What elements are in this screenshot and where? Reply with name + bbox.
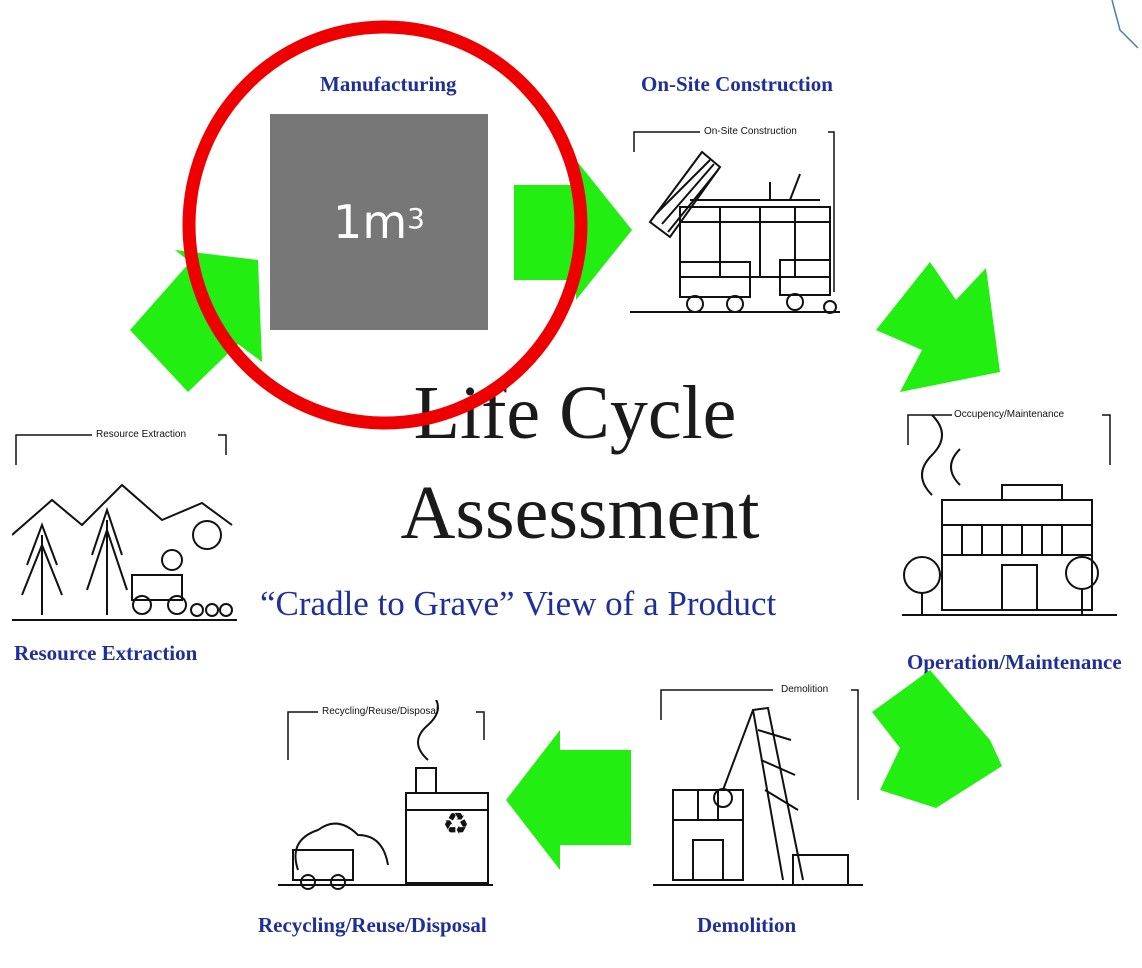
demolition-frame-label: Demolition: [781, 684, 828, 695]
arrow-operation-to-demolition: [872, 670, 1002, 808]
volume-label: 1m: [333, 195, 408, 249]
label-manufacturing: Manufacturing: [320, 72, 457, 96]
label-resource-extraction: Resource Extraction: [14, 641, 198, 665]
label-on-site-construction: On-Site Construction: [641, 72, 833, 96]
arrow-demolition-to-recycling: [506, 730, 631, 870]
label-operation-maintenance: Operation/Maintenance: [907, 650, 1122, 674]
title-line-2: Assessment: [400, 471, 760, 555]
resource-extraction-illustration: Resource Extraction: [12, 429, 237, 621]
subtitle: “Cradle to Grave” View of a Product: [260, 584, 777, 623]
arrow-extraction-to-manufacturing: [130, 250, 262, 392]
arrow-construction-to-operation: [876, 262, 1000, 392]
label-recycling-reuse-disposal: Recycling/Reuse/Disposal: [258, 913, 487, 937]
construction-illustration: On-Site Construction: [630, 126, 840, 314]
slide-corner-line: [1111, 0, 1139, 49]
demolition-illustration: Demolition: [653, 684, 863, 886]
label-demolition: Demolition: [697, 913, 797, 937]
recycling-frame-label: Recycling/Reuse/Disposal: [322, 706, 438, 717]
extraction-frame-label: Resource Extraction: [96, 429, 186, 440]
volume-exponent: 3: [407, 201, 425, 235]
recycling-illustration: Recycling/Reuse/Disposal ♻: [278, 700, 493, 890]
highlight-circle: [182, 20, 588, 430]
construction-frame-label: On-Site Construction: [704, 126, 797, 137]
title-line-1: Life Cycle: [413, 371, 737, 455]
operation-illustration: Occupency/Maintenance: [902, 409, 1117, 616]
arrow-manufacturing-to-construction: [514, 160, 632, 300]
recycle-icon: ♻: [443, 808, 470, 841]
operation-frame-label: Occupency/Maintenance: [954, 409, 1065, 420]
